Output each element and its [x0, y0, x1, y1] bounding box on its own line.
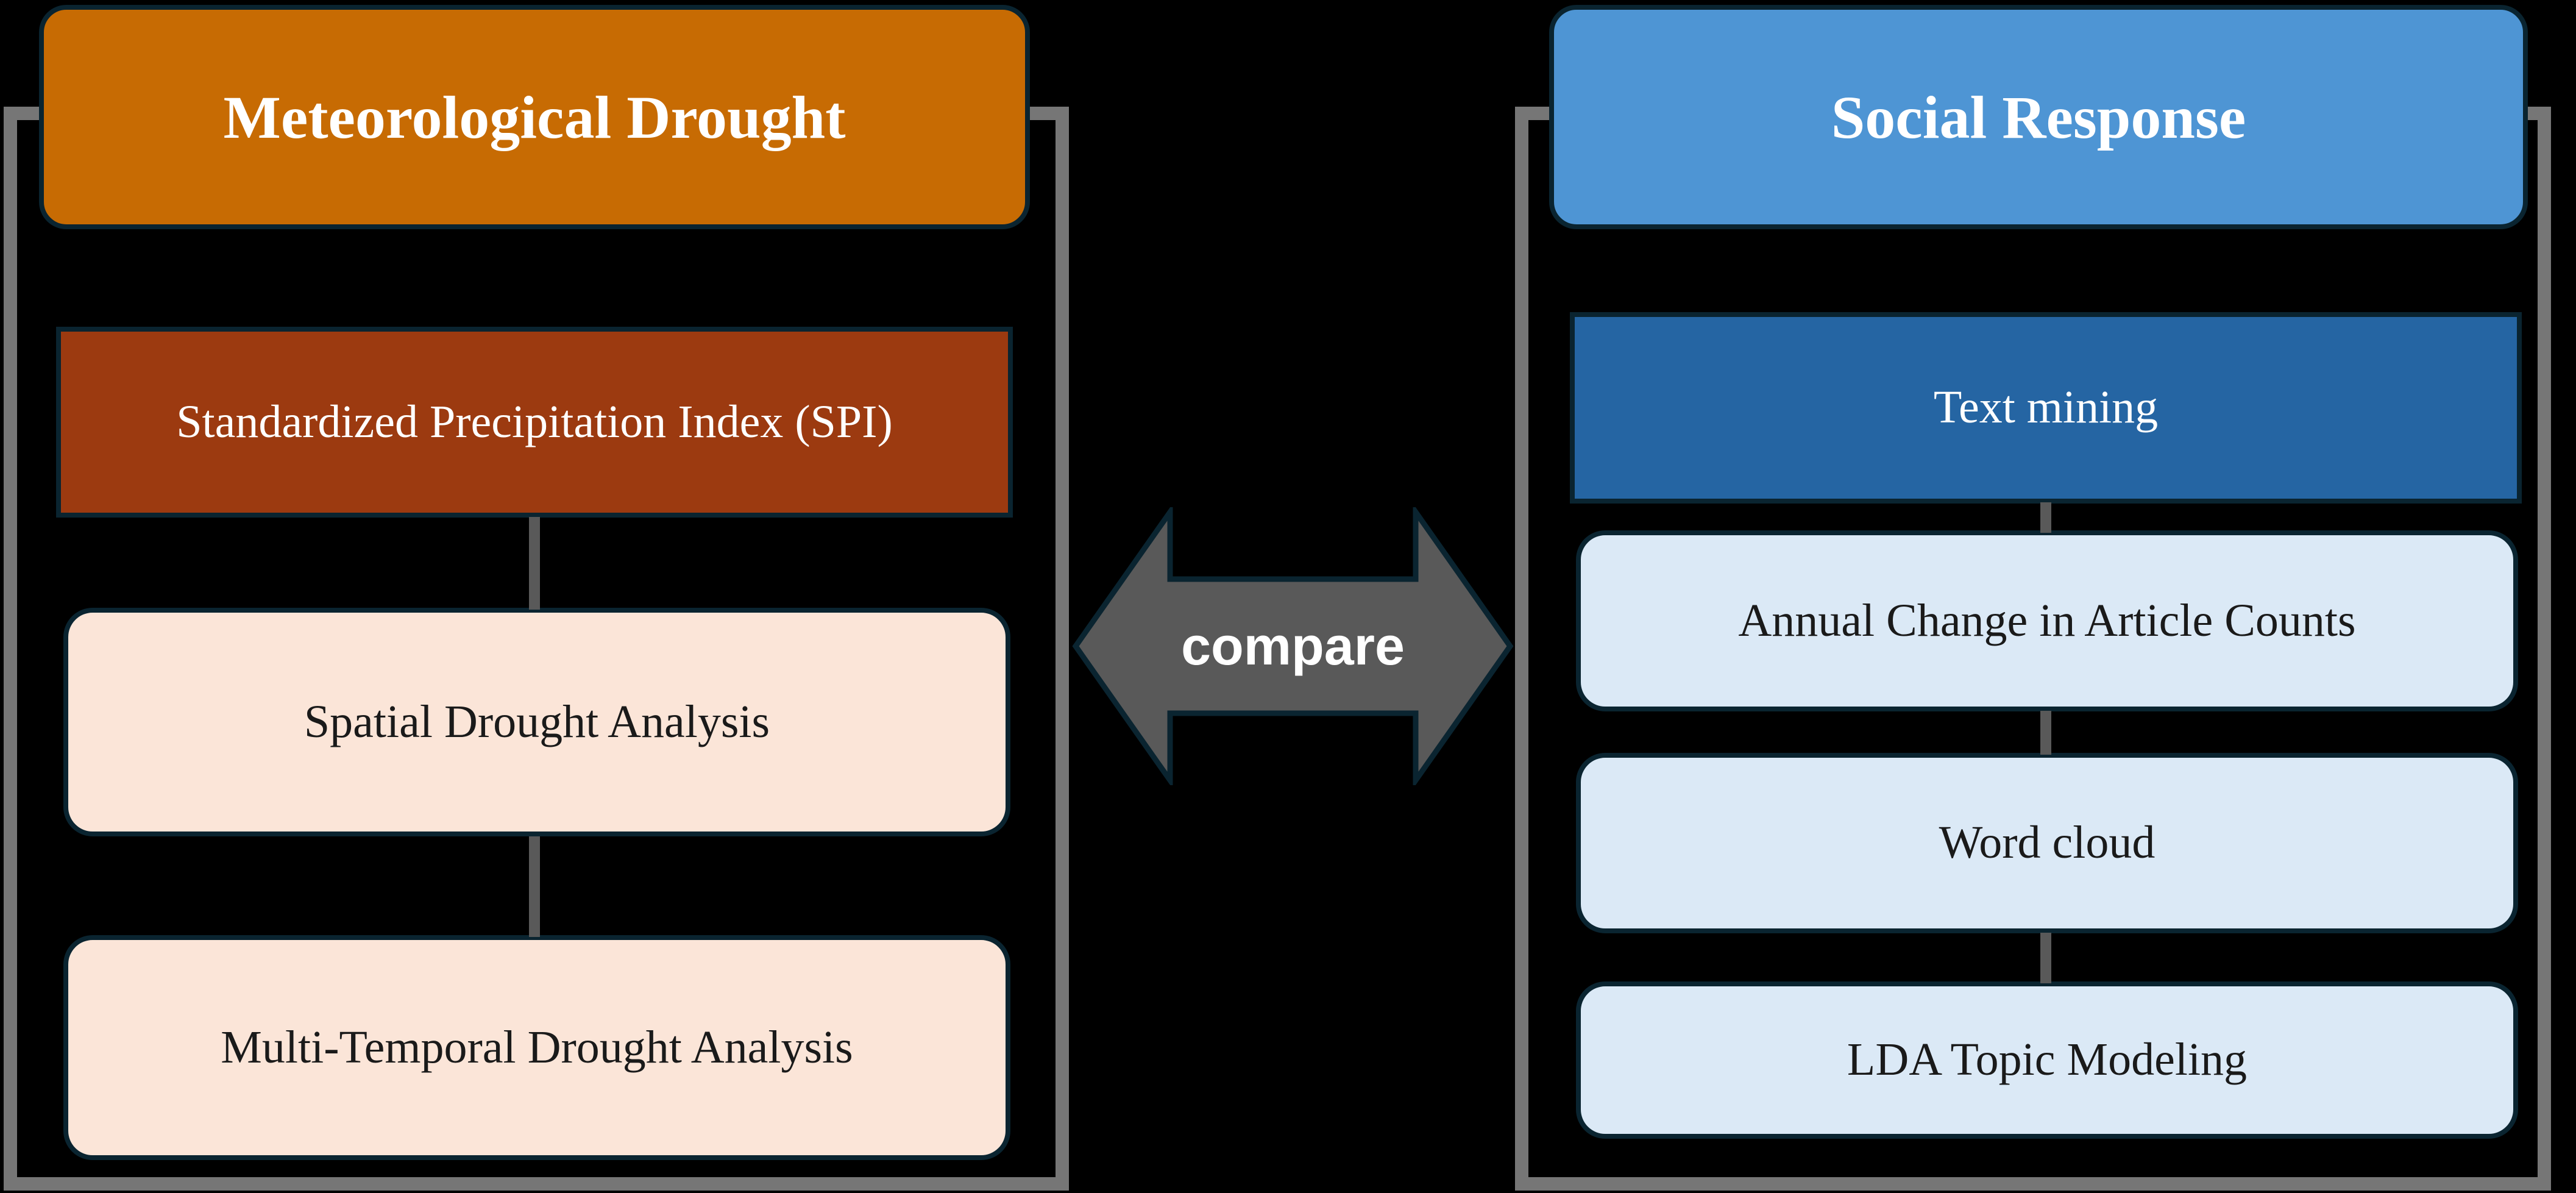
connector-spatial-multitemporal — [529, 836, 540, 937]
double-arrow-icon — [1072, 507, 1514, 785]
connector-mining-annual — [2040, 502, 2051, 533]
node-spi: Standardized Precipitation Index (SPI) — [56, 327, 1013, 518]
node-lda-label: LDA Topic Modeling — [1847, 1034, 2248, 1086]
right-column-title: Social Response — [1831, 83, 2246, 151]
left-column-header: Meteorological Drought — [39, 5, 1030, 229]
connector-spi-spatial — [529, 517, 540, 610]
left-column-title: Meteorological Drought — [223, 83, 846, 151]
node-annual-change: Annual Change in Article Counts — [1576, 530, 2518, 711]
compare-arrow: compare — [1071, 507, 1515, 785]
node-spi-label: Standardized Precipitation Index (SPI) — [176, 396, 893, 447]
node-spatial-label: Spatial Drought Analysis — [303, 696, 770, 747]
node-multitemporal-label: Multi-Temporal Drought Analysis — [221, 1021, 853, 1073]
node-spatial-drought-analysis: Spatial Drought Analysis — [63, 608, 1010, 836]
node-annual-change-label: Annual Change in Article Counts — [1738, 594, 2356, 646]
connector-annual-wordcloud — [2040, 711, 2051, 755]
node-multitemporal-drought-analysis: Multi-Temporal Drought Analysis — [63, 935, 1010, 1160]
node-lda-topic-modeling: LDA Topic Modeling — [1576, 981, 2518, 1139]
right-column-header: Social Response — [1549, 5, 2528, 229]
node-text-mining-label: Text mining — [1933, 382, 2159, 433]
node-word-cloud-label: Word cloud — [1939, 817, 2156, 869]
connector-wordcloud-lda — [2040, 933, 2051, 983]
compare-arrow-label: compare — [1181, 616, 1405, 676]
node-word-cloud: Word cloud — [1576, 753, 2518, 933]
node-text-mining: Text mining — [1570, 312, 2522, 504]
